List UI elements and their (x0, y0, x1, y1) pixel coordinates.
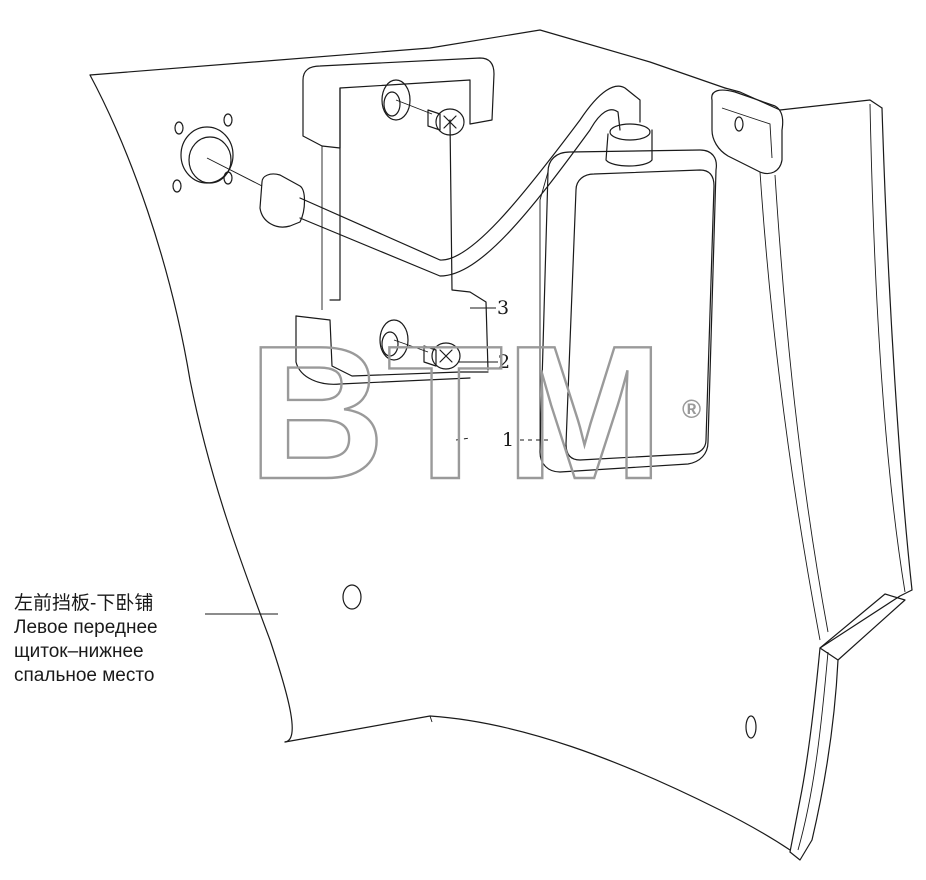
screw-upper (395, 99, 465, 136)
mounting-tab (711, 89, 784, 175)
callout-1: 1 (455, 429, 548, 451)
registered-mark: ® (682, 394, 701, 424)
callout-label-2: 2 (498, 351, 510, 373)
module-box (539, 149, 717, 473)
watermark-text: BTM (248, 307, 666, 519)
callout-2: 2 (458, 351, 510, 373)
callout-label-3: 3 (497, 297, 509, 319)
part-label-zh: 左前挡板-下卧铺 (14, 593, 154, 614)
panel-hole (342, 584, 362, 610)
bracket (295, 57, 495, 385)
part-label-ru-line1: Левое переднее (14, 617, 158, 638)
flange-hole (745, 715, 757, 739)
watermark: BTM ® (247, 306, 701, 520)
hose-pipe (259, 85, 653, 277)
callout-label-1: 1 (502, 429, 514, 451)
callout-3: 3 (470, 297, 509, 319)
part-label: 左前挡板-下卧铺 Левое переднее щиток–нижнее спа… (14, 592, 214, 688)
grommet (172, 113, 263, 193)
lower-flange (342, 584, 906, 861)
part-label-ru-line2: щиток–нижнее (14, 641, 144, 662)
part-label-ru-line3: спальное место (14, 665, 155, 686)
screw-lower (393, 339, 461, 370)
